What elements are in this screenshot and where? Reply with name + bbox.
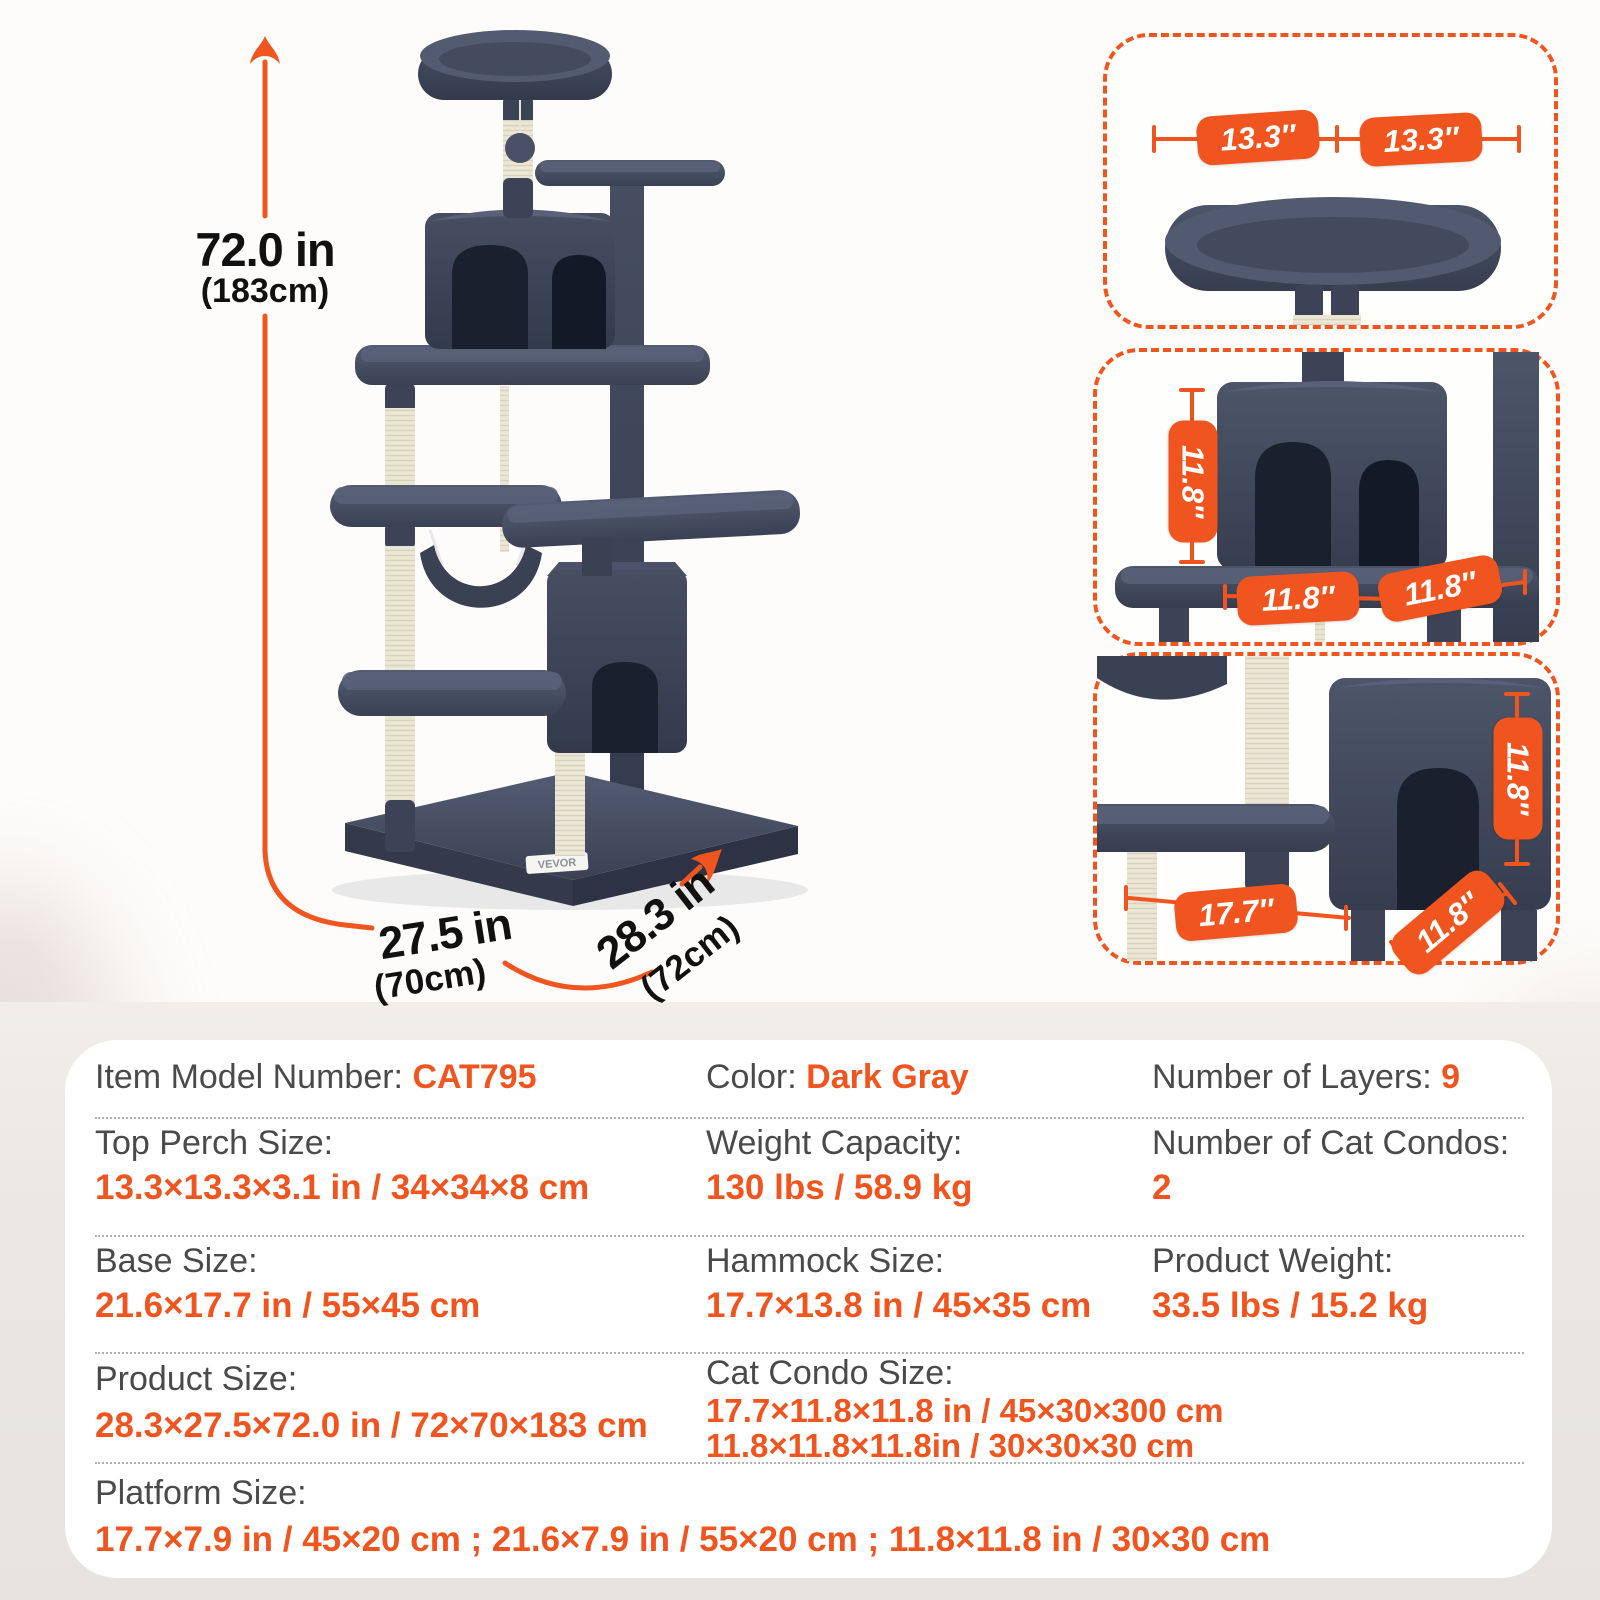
spec-product-size: Product Size: 28.3×27.5×72.0 in / 72×70×… [95,1360,648,1445]
top-post [503,96,535,218]
spec-label: Platform Size: [95,1474,307,1512]
spec-label: Weight Capacity: [706,1124,963,1162]
side-platform [1097,804,1335,852]
lower-left-platform [338,670,566,716]
cat-tree-illustration: VEVOR [330,30,808,910]
top-perch-closeup [1152,125,1521,325]
spec-label: Product Size: [95,1360,298,1398]
spec-value: 17.7×11.8×11.8 in / 45×30×300 cm [706,1391,1224,1429]
spec-number-of-layers: Number of Layers: 9 [1152,1058,1460,1097]
spec-label: Item Model Number: [95,1058,413,1096]
spec-label: Number of Cat Condos: [1152,1124,1510,1162]
spec-value: 28.3×27.5×72.0 in / 72×70×183 cm [95,1405,648,1445]
spec-top-perch-size: Top Perch Size: 13.3×13.3×3.1 in / 34×34… [95,1124,590,1207]
condo-height-pill: 11.8″ [1168,420,1218,543]
left-post-stub [1159,608,1189,642]
condo-width-left-pill: 11.8″ [1235,570,1361,627]
spec-value: 11.8×11.8×11.8in / 30×30×30 cm [706,1426,1195,1464]
spec-model-number: Item Model Number: CAT795 [95,1058,537,1097]
left-post-stub [1127,852,1157,961]
left-scratching-post [385,383,415,852]
condo-box [1217,381,1447,570]
spec-number-of-condos: Number of Cat Condos: 2 [1152,1124,1510,1207]
spec-cat-condo-size: Cat Condo Size: 17.7×11.8×11.8 in / 45×3… [706,1354,1224,1464]
spec-label: Base Size: [95,1242,258,1280]
spec-hammock-size: Hammock Size: 17.7×13.8 in / 45×35 cm [706,1242,1092,1325]
spec-weight-capacity: Weight Capacity: 130 lbs / 58.9 kg [706,1124,973,1207]
sisal-rope [1315,608,1325,642]
center-sisal-post [1245,656,1289,892]
spec-label: Top Perch Size: [95,1124,334,1162]
spec-label: Hammock Size: [706,1242,945,1280]
spec-label: Color: [706,1058,807,1096]
top-side-platform [535,160,725,186]
perch-dim-left-pill: 13.3″ [1195,108,1321,167]
perch-cushion [1165,197,1501,325]
spec-base-size: Base Size: 21.6×17.7 in / 55×45 cm [95,1242,481,1325]
height-dimension-metric: (183cm) [200,272,330,310]
spec-value: Dark Gray [806,1058,969,1096]
spec-label: Number of Layers: [1152,1058,1442,1096]
lower-cat-condo [547,562,687,753]
condo-support-post [582,538,612,576]
svg-text:VEVOR: VEVOR [537,857,576,872]
spec-product-weight: Product Weight: 33.5 lbs / 15.2 kg [1152,1242,1429,1325]
spec-platform-size: Platform Size: 17.7×7.9 in / 45×20 cm ; … [95,1474,1271,1559]
detail-panel-lower-condo: 11.8″ 17.7″ 11.8″ [1093,652,1560,981]
lower-condo-closeup [1097,656,1551,961]
hammock-corner [1097,656,1227,700]
detail-panel-upper-condo: 11.8″ 11.8″ 11.8″ [1093,348,1560,646]
arrow-up-icon [250,36,280,64]
row-divider [95,1352,1524,1354]
spec-value: 2 [1152,1167,1172,1207]
spec-value: CAT795 [412,1058,537,1096]
sisal-rope [500,386,509,552]
spec-label: Product Weight: [1152,1242,1394,1280]
detail-panel-top-perch: 13.3″ 13.3″ [1103,33,1558,329]
condo-top-post [1302,352,1344,386]
row-divider [95,1235,1524,1237]
spec-card: Item Model Number: CAT795 Color: Dark Gr… [65,1040,1552,1578]
upper-cat-condo [425,209,615,349]
spec-value: 130 lbs / 58.9 kg [706,1167,973,1207]
pom-pom-toy [505,133,535,163]
spec-color: Color: Dark Gray [706,1058,969,1097]
spec-value: 21.6×17.7 in / 55×45 cm [95,1285,481,1325]
spec-value: 9 [1441,1058,1461,1096]
spec-value: 13.3×13.3×3.1 in / 34×34×8 cm [95,1167,590,1207]
spec-value: 17.7×7.9 in / 45×20 cm ; 21.6×7.9 in / 5… [95,1519,1271,1559]
vevor-logo-tag: VEVOR [525,852,589,874]
row-divider [95,1117,1524,1119]
right-mid-platform [502,490,801,548]
spec-value: 33.5 lbs / 15.2 kg [1152,1285,1429,1325]
spec-label: Cat Condo Size: [706,1354,954,1392]
upper-condo-platform [355,345,710,385]
spec-value: 17.7×13.8 in / 45×35 cm [706,1285,1092,1325]
row-divider [95,1462,1524,1464]
perch-dim-right-pill: 13.3″ [1358,111,1484,168]
top-perch [418,30,612,100]
height-dimension-label: 72.0 in [195,223,335,276]
lower-condo-height-pill: 11.8″ [1493,717,1543,840]
